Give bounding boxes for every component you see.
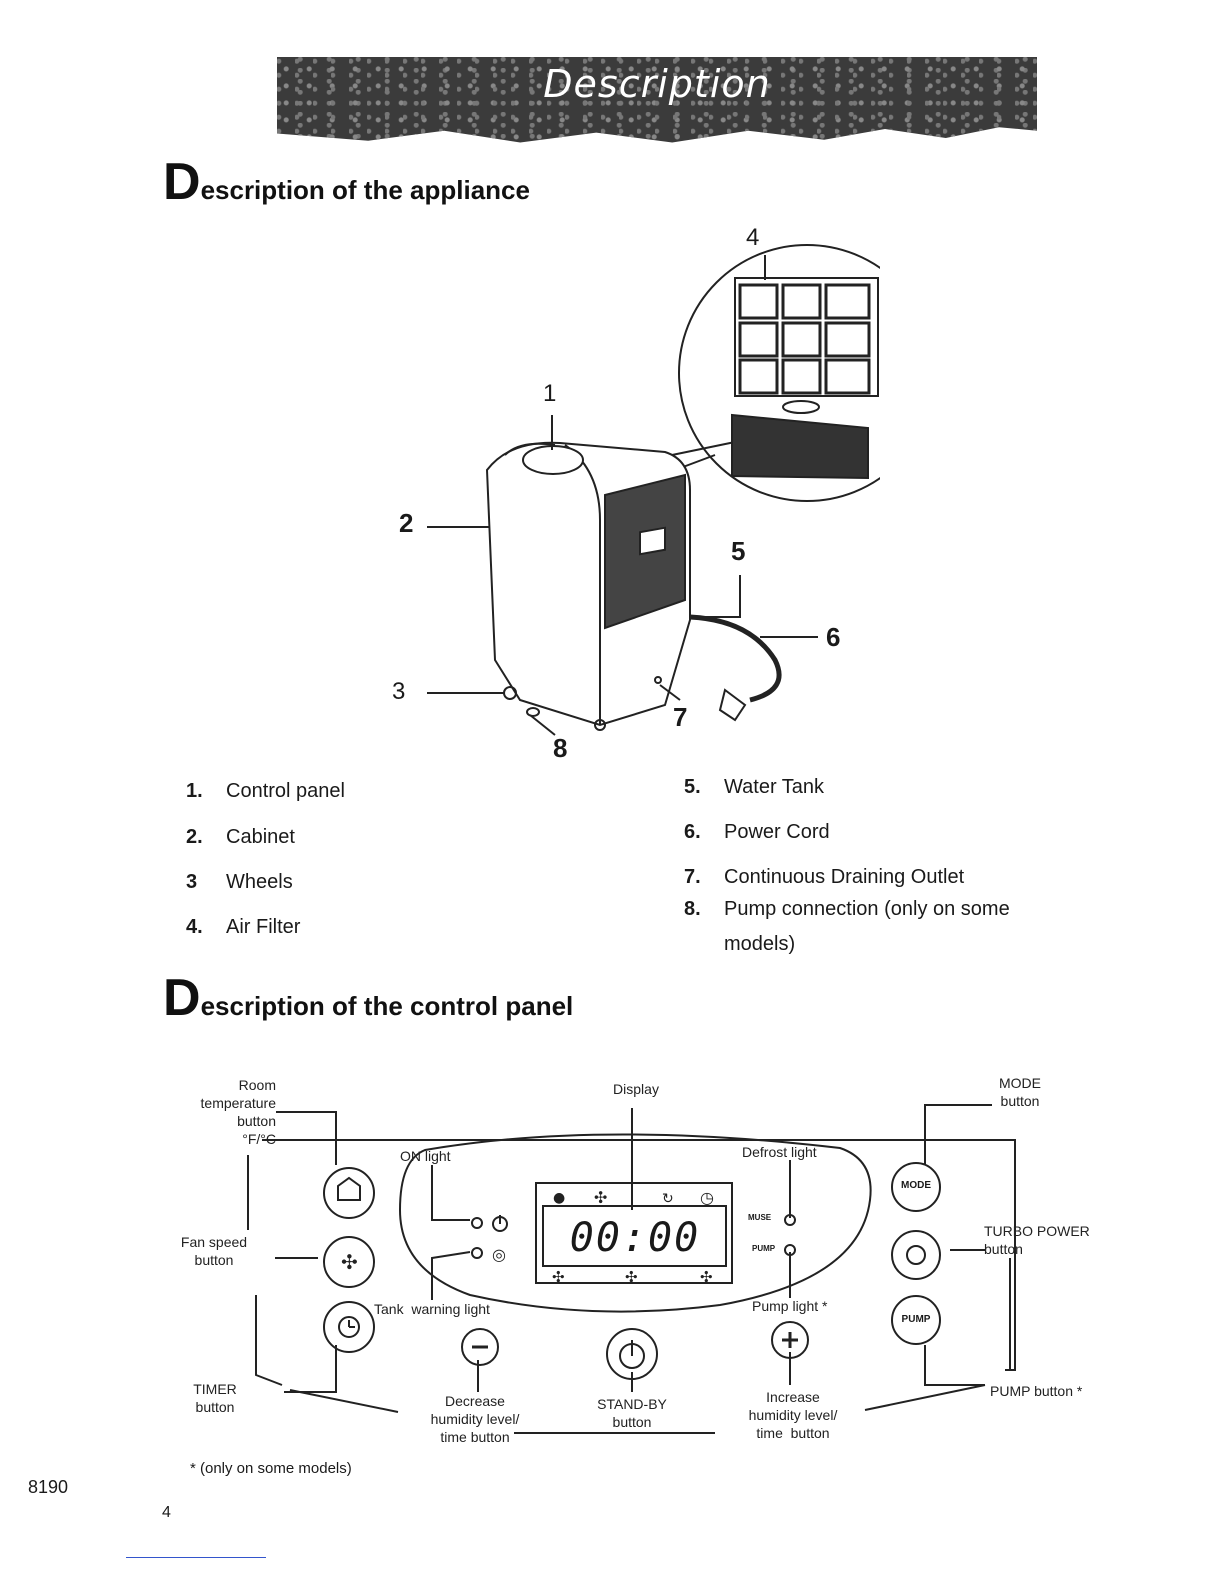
room-temperature-button[interactable]: [323, 1167, 375, 1219]
fan-icon: ✣: [552, 1268, 565, 1286]
defrost-icon-text: MUSE: [748, 1213, 772, 1222]
defrost-light: [784, 1214, 796, 1226]
control-panel-diagram: ✣ ● ✣ ✣ ✣ ✣ ↻ ◷ ◎: [247, 1104, 1016, 1434]
section-title-appliance: Description of the appliance: [163, 152, 530, 212]
callout-5: 5: [731, 536, 746, 566]
part-item: 8.Pump connection (only on some: [684, 898, 1010, 920]
pump-light: [784, 1244, 796, 1256]
turbo-power-button[interactable]: [891, 1230, 941, 1280]
on-light-label: ON light: [400, 1148, 451, 1164]
pump-light-label: Pump light *: [752, 1298, 828, 1314]
page-number: 4: [162, 1504, 171, 1521]
drop-icon: ●: [553, 1190, 565, 1206]
callout-3: 3: [392, 678, 406, 705]
title-initial: D: [163, 153, 201, 211]
control-panel: [522, 445, 584, 475]
fan-speed-button[interactable]: [323, 1236, 375, 1288]
part-item: 4.Air Filter: [186, 916, 301, 938]
pump-button-label: PUMP button *: [990, 1383, 1083, 1399]
panel-outline: [398, 1133, 872, 1313]
header-banner: [277, 57, 1037, 143]
pump-icon-text: PUMP: [901, 1314, 931, 1325]
callout-4: 4: [746, 224, 760, 251]
banner-title: Description: [543, 62, 771, 106]
section-title-control-panel: Description of the control panel: [163, 968, 573, 1028]
tank-warning-light: [471, 1247, 483, 1259]
clock-icon: ◷: [700, 1188, 714, 1207]
title-text: escription of the appliance: [200, 175, 530, 205]
fan-icon: ✣: [700, 1268, 713, 1286]
page-code: 8190: [28, 1477, 69, 1497]
fan-icon: ✣: [341, 1250, 358, 1274]
turbo-icon: ↻: [662, 1191, 674, 1207]
pump-button[interactable]: [891, 1295, 941, 1345]
mode-icon-text: MODE: [901, 1180, 931, 1191]
part-item: 1.Control panel: [186, 780, 345, 802]
standby-button[interactable]: [606, 1328, 658, 1380]
footnote: * (only on some models): [190, 1460, 352, 1477]
part-item: 7.Continuous Draining Outlet: [684, 866, 965, 888]
fan-icon: ✣: [625, 1268, 638, 1286]
callout-7: 7: [673, 702, 688, 732]
air-filter: [734, 277, 879, 397]
footer-rule: [126, 1557, 266, 1558]
part-item: 2.Cabinet: [186, 826, 295, 848]
mode-button[interactable]: [891, 1162, 941, 1212]
tank-warning-label: Tank warning light: [374, 1301, 490, 1317]
display-label: Display: [613, 1081, 659, 1097]
increase-button[interactable]: [771, 1321, 809, 1359]
part-item: 6.Power Cord: [684, 821, 830, 843]
fan-icon: ✣: [594, 1188, 607, 1207]
zoom-circle: [678, 244, 880, 502]
timer-button[interactable]: [323, 1301, 375, 1353]
part-item: 5.Water Tank: [684, 776, 825, 798]
title-initial: D: [163, 969, 201, 1027]
callout-1: 1: [543, 380, 557, 407]
defrost-light-label: Defrost light: [742, 1144, 817, 1160]
tank-icon: ◎: [492, 1245, 506, 1264]
decrease-button[interactable]: [461, 1328, 499, 1366]
display-box: [535, 1182, 733, 1284]
pump-light-icon-text: PUMP: [752, 1244, 776, 1253]
part-item-continued: models): [724, 933, 796, 955]
appliance-illustration: [427, 244, 880, 736]
callout-6: 6: [826, 622, 841, 652]
callout-2: 2: [399, 508, 414, 538]
title-text: escription of the control panel: [200, 991, 574, 1021]
on-light: [471, 1217, 483, 1229]
display-time: 00:00: [569, 1215, 701, 1261]
callout-8: 8: [553, 733, 568, 763]
